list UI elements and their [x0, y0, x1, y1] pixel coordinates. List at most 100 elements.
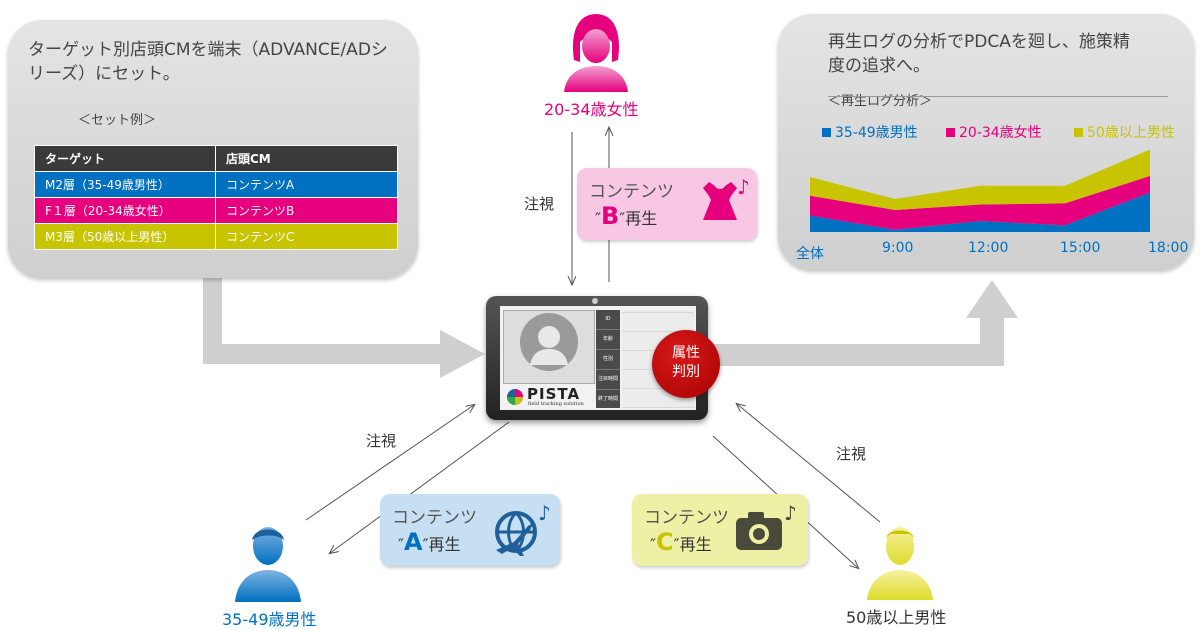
field-label: 注目時間: [596, 370, 620, 390]
content-c-box: コンテンツ ″C″再生 ♪: [632, 494, 808, 566]
content-a-play-label: 再生: [428, 535, 461, 554]
content-a-label: コンテンツ: [392, 508, 477, 528]
row-target: M2層（35-49歳男性）: [34, 171, 216, 198]
target-setup-text-line1: ターゲット別店頭CMを端末（ADVANCE/ADシ: [28, 40, 388, 60]
quote-close: ″: [619, 209, 626, 228]
area-chart: [810, 149, 1150, 232]
header-cm: 店頭CM: [215, 145, 398, 172]
person-label-female: 20-34歳女性: [544, 100, 639, 119]
legend-item-50-plus-male: 50歳以上男性: [1074, 122, 1175, 142]
example-label: ＜セット例＞: [78, 113, 157, 128]
man-icon: [235, 527, 301, 602]
face-photo: [503, 310, 595, 384]
quote-close: ″: [673, 535, 680, 554]
content-b-letter: B: [600, 202, 620, 230]
content-c-play: ″C″再生: [650, 528, 712, 556]
chart-title-rule: [828, 96, 1168, 97]
field-label: ID: [596, 310, 620, 330]
legend-label: 35-49歳男性: [835, 125, 918, 141]
table-row: F１層（20-34歳女性） コンテンツB: [34, 197, 398, 224]
man-icon: [867, 527, 933, 600]
legend-label: 20-34歳女性: [959, 125, 1042, 141]
row-target: F１層（20-34歳女性）: [34, 197, 216, 224]
music-note-icon: ♪: [784, 501, 797, 525]
music-note-icon: ♪: [737, 175, 750, 199]
content-a-letter: A: [403, 528, 423, 556]
quote-open: ″: [398, 535, 404, 554]
target-cm-table: ターゲット 店頭CM M2層（35-49歳男性） コンテンツA F１層（20-3…: [34, 145, 398, 250]
content-c-play-label: 再生: [679, 535, 712, 554]
camera-icon: ♪: [736, 501, 797, 550]
quote-close: ″: [422, 535, 429, 554]
x-tick-label: 全体: [796, 246, 824, 262]
pista-brand: PISTA: [527, 385, 581, 403]
person-label-male-c: 50歳以上男性: [846, 608, 947, 627]
dress-icon: ♪: [703, 175, 750, 220]
header-target: ターゲット: [34, 145, 216, 172]
field-label: 性別: [596, 350, 620, 370]
pista-logo-mark: [507, 389, 523, 405]
attribute-detection-badge: 属性 判別: [652, 330, 720, 398]
person-silhouette-icon: [520, 313, 578, 371]
quote-open: ″: [595, 209, 601, 228]
camera-lens-icon: [592, 298, 598, 304]
content-a-play: ″A″再生: [398, 528, 461, 556]
x-tick-label: 12:00: [968, 240, 1009, 256]
field-label: 年齢: [596, 330, 620, 350]
person-label-male-a: 35-49歳男性: [222, 610, 317, 629]
target-setup-text: ターゲット別店頭CMを端末（ADVANCE/ADシ リーズ）にセット。: [28, 38, 413, 86]
content-c-label: コンテンツ: [644, 508, 729, 528]
flow-arrow-right: [712, 280, 1018, 366]
area-series-2: [810, 175, 1150, 230]
content-b-play: ″B″再生: [595, 202, 657, 230]
gaze-arrow-male-a-up: [305, 405, 474, 521]
row-cm: コンテンツC: [215, 223, 398, 250]
legend-item-35-49-male: 35-49歳男性: [822, 122, 918, 142]
row-target: M3層（50歳以上男性）: [34, 223, 216, 250]
legend-swatch: [822, 128, 831, 137]
log-analysis-text-line1: 再生ログの分析でPDCAを廻し、施策精: [828, 32, 1130, 52]
area-series-3: [810, 149, 1150, 210]
content-c-letter: C: [655, 528, 674, 556]
log-analysis-text: 再生ログの分析でPDCAを廻し、施策精 度の追求へ。: [828, 30, 1188, 78]
table-row: M3層（50歳以上男性） コンテンツC: [34, 223, 398, 250]
chart-title: ＜再生ログ分析＞: [828, 94, 933, 109]
music-note-icon: ♪: [538, 501, 551, 525]
legend-swatch: [946, 128, 955, 137]
airplane-globe-icon: ♪: [495, 501, 551, 556]
content-a-box: コンテンツ ″A″再生 ♪: [380, 494, 560, 566]
legend-label: 50歳以上男性: [1087, 125, 1175, 141]
pista-logo: PISTA field tracking solution: [504, 385, 594, 408]
legend-item-20-34-female: 20-34歳女性: [946, 122, 1042, 142]
gaze-arrow-male-a-down: [330, 421, 510, 553]
row-cm: コンテンツA: [215, 171, 398, 198]
gaze-label-female: 注視: [524, 195, 555, 213]
log-analysis-panel: 再生ログの分析でPDCAを廻し、施策精 度の追求へ。 ＜再生ログ分析＞ 35-4…: [778, 14, 1194, 270]
target-setup-panel: ターゲット別店頭CMを端末（ADVANCE/ADシ リーズ）にセット。 ＜セット…: [8, 20, 418, 278]
log-analysis-text-line2: 度の追求へ。: [828, 56, 930, 76]
x-tick-label: 18:00: [1148, 240, 1189, 256]
legend-swatch: [1074, 128, 1083, 137]
gaze-label-male-a: 注視: [366, 432, 397, 450]
content-b-play-label: 再生: [625, 209, 658, 228]
badge-line1: 属性: [672, 345, 700, 361]
woman-icon: [564, 14, 628, 92]
gaze-arrow-male-c-up: [737, 404, 881, 523]
table-header-row: ターゲット 店頭CM: [34, 145, 398, 172]
signage-device: ID 年齢 性別 注目時間 終了時間 PISTA field tracking …: [486, 296, 708, 420]
area-series-1: [810, 192, 1150, 232]
table-row: M2層（35-49歳男性） コンテンツA: [34, 171, 398, 198]
content-b-box: コンテンツ ″B″再生 ♪: [577, 168, 757, 240]
pista-tagline: field tracking solution: [528, 401, 584, 407]
badge-line2: 判別: [672, 364, 700, 380]
flow-arrow-left: [203, 270, 485, 378]
field-label-column: ID 年齢 性別 注目時間 終了時間: [596, 310, 620, 408]
content-b-label: コンテンツ: [589, 182, 674, 202]
field-label: 終了時間: [597, 396, 618, 402]
gaze-label-male-c: 注視: [836, 445, 867, 463]
x-tick-label: 9:00: [882, 240, 914, 256]
target-setup-text-line2: リーズ）にセット。: [28, 64, 180, 84]
quote-open: ″: [650, 535, 656, 554]
